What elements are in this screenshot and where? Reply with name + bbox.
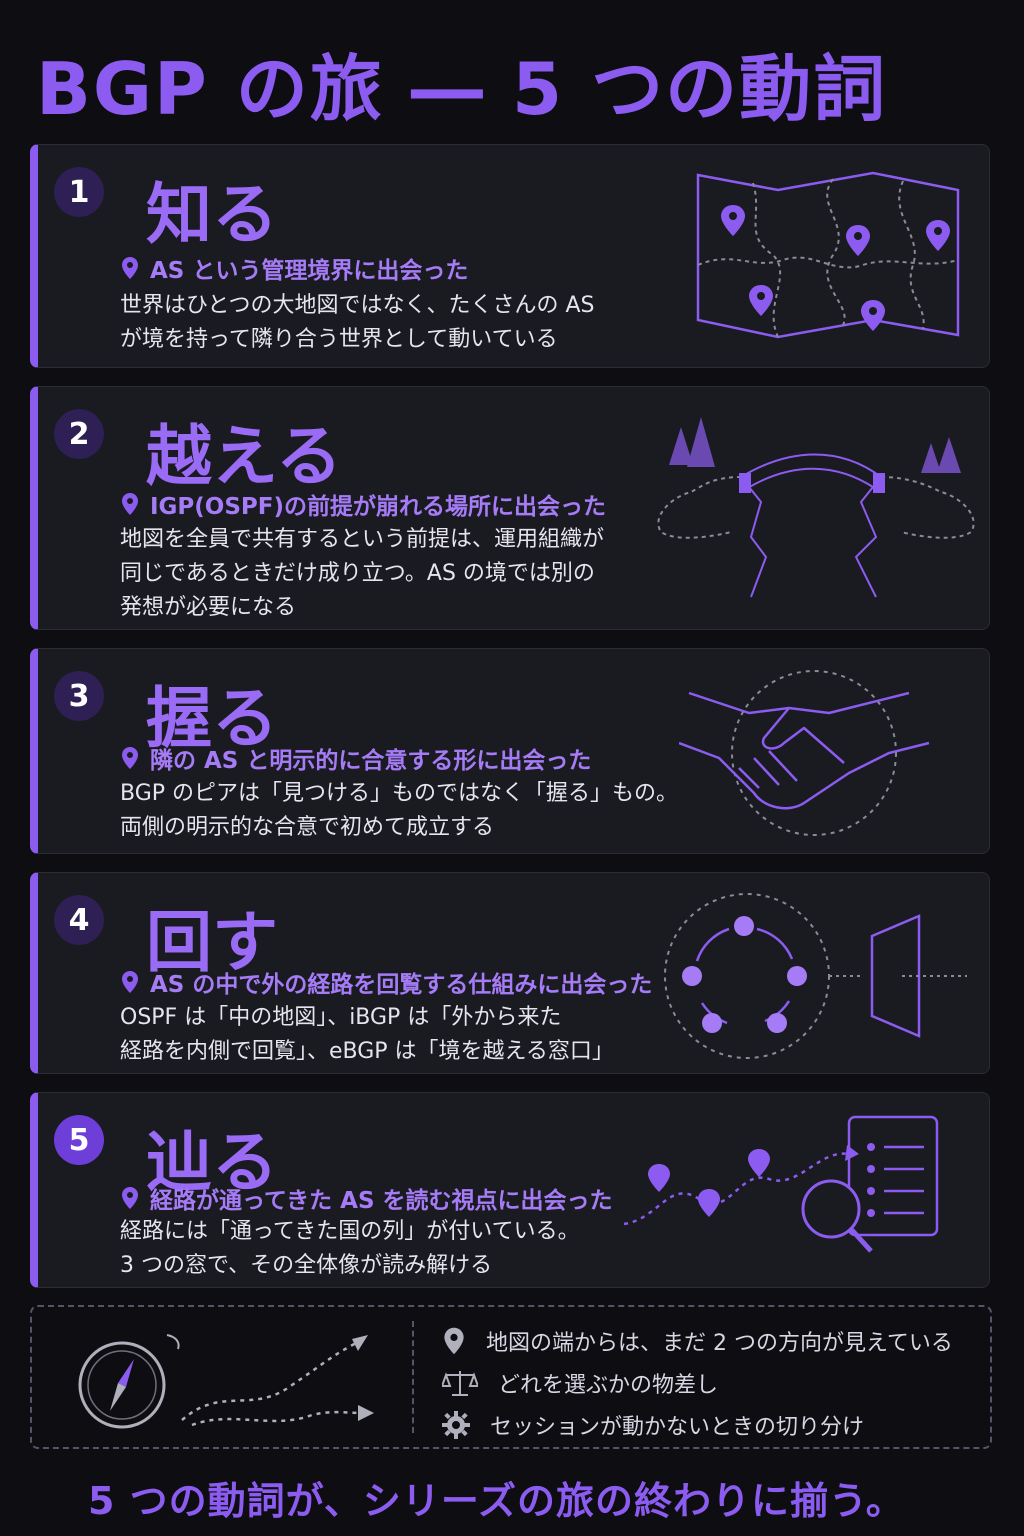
panel-divider <box>412 1321 414 1433</box>
step-subtitle: AS の中で外の経路を回覧する仕組みに出会った <box>120 965 652 999</box>
step-card-2: 2 越える IGP(OSPF)の前提が崩れる場所に出会った 地図を全員で共有する… <box>30 386 990 630</box>
step-description: 世界はひとつの大地図ではなく、たくさんの AS が境を持って隣り合う世界として動… <box>120 293 595 352</box>
direction-item: どれを選ぶかの物差し <box>442 1367 718 1399</box>
handshake-icon <box>679 670 930 836</box>
next-directions-panel: 地図の端からは、まだ 2 つの方向が見えている どれを選ぶかの物差し セッション… <box>30 1305 992 1449</box>
step-subtitle: 経路が通ってきた AS を読む視点に出会った <box>120 1181 613 1215</box>
path-and-magnifier-icon <box>623 1115 939 1253</box>
step-description: 地図を全員で共有するという前提は、運用組織が 同じであるときだけ成り立つ。AS … <box>120 527 605 620</box>
step-verb: 回す <box>146 904 278 981</box>
pin-icon <box>444 1327 464 1355</box>
step-description: OSPF は「中の地図」、iBGP は「外から来た 経路を内側で回覧」、eBGP… <box>120 1005 614 1064</box>
step-card-5: 5 辿る 経路が通ってきた AS を読む視点に出会った 経路には「通ってきた国の… <box>30 1092 990 1288</box>
step-number: 1 <box>54 167 104 217</box>
page-title: BGP の旅 ― 5 つの動詞 <box>36 47 888 131</box>
step-verb: 知る <box>146 176 278 253</box>
step-verb: 辿る <box>146 1124 278 1201</box>
gear-icon <box>442 1411 470 1439</box>
step-subtitle: AS という管理境界に出会った <box>120 251 468 285</box>
map-with-pins-icon <box>696 171 960 339</box>
pin-icon <box>122 257 138 279</box>
step-subtitle: 隣の AS と明示的に合意する形に出会った <box>120 741 591 775</box>
step-description: BGP のピアは「見つける」ものではなく「握る」もの。 両側の明示的な合意で初め… <box>120 781 679 840</box>
step-number: 5 <box>54 1115 104 1165</box>
step-number: 4 <box>54 895 104 945</box>
step-verb: 握る <box>146 680 278 757</box>
direction-item: 地図の端からは、まだ 2 つの方向が見えている <box>442 1325 953 1357</box>
step-verb: 越える <box>146 418 343 495</box>
step-subtitle: IGP(OSPF)の前提が崩れる場所に出会った <box>120 487 606 521</box>
pin-icon <box>122 493 138 515</box>
step-number: 2 <box>54 409 104 459</box>
closing-message: 5 つの動詞が、シリーズの旅の終わりに揃う。 <box>88 1479 905 1523</box>
pin-icon <box>122 971 138 993</box>
step-card-1: 1 知る AS という管理境界に出会った 世界はひとつの大地図ではなく、たくさん… <box>30 144 990 368</box>
compass-icon <box>78 1334 374 1429</box>
step-description: 経路には「通ってきた国の列」が付いている。 3 つの窓で、その全体像が読み解ける <box>120 1219 580 1278</box>
circulation-ring-icon <box>664 893 967 1059</box>
pin-icon <box>122 747 138 769</box>
step-card-4: 4 回す AS の中で外の経路を回覧する仕組みに出会った OSPF は「中の地図… <box>30 872 990 1074</box>
step-number: 3 <box>54 671 104 721</box>
bridge-over-gorge-icon <box>657 417 975 598</box>
direction-item: セッションが動かないときの切り分け <box>442 1409 864 1441</box>
balance-scale-icon <box>442 1371 478 1396</box>
pin-icon <box>122 1187 138 1209</box>
step-card-3: 3 握る 隣の AS と明示的に合意する形に出会った BGP のピアは「見つける… <box>30 648 990 854</box>
